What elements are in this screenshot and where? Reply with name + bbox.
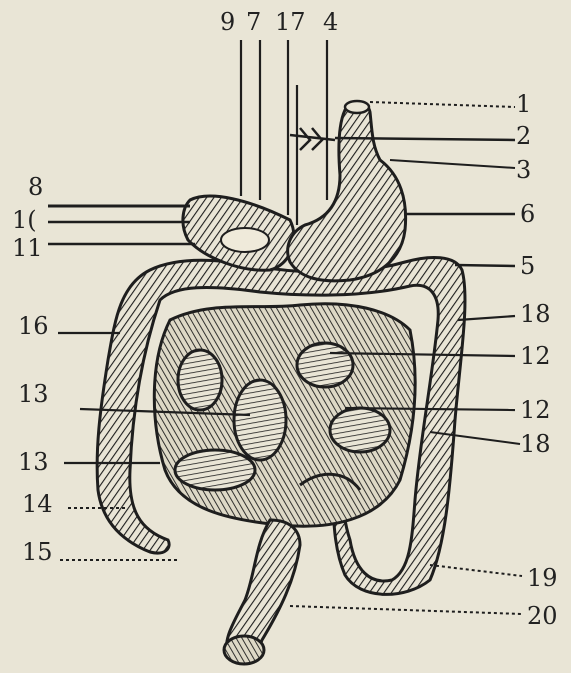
label-4: 4 [323,10,338,34]
gall-bladder [221,228,269,252]
label-18-upper: 18 [520,302,551,326]
label-10: 1( [12,208,37,232]
anal-opening [224,636,264,664]
label-12-lower: 12 [520,398,551,422]
label-7: 7 [246,10,261,34]
label-20: 20 [527,604,558,628]
label-11: 11 [12,236,43,260]
label-18-lower: 18 [520,432,551,456]
label-19: 19 [527,566,558,590]
label-9: 9 [220,10,235,34]
label-15: 15 [22,540,53,564]
label-13-upper: 13 [18,382,49,406]
small-intestine [154,304,415,526]
label-12-upper: 12 [520,344,551,368]
label-14: 14 [22,492,53,516]
label-16: 16 [18,314,49,338]
label-1: 1 [516,92,531,116]
label-5: 5 [520,254,535,278]
label-17: 17 [275,10,306,34]
label-2: 2 [516,124,531,148]
label-13-lower: 13 [18,450,49,474]
label-6: 6 [520,202,535,226]
top-leader-lines [241,40,327,225]
esophagus-opening [345,101,369,113]
label-3: 3 [516,158,531,182]
stomach [288,103,406,280]
label-8: 8 [28,175,43,199]
